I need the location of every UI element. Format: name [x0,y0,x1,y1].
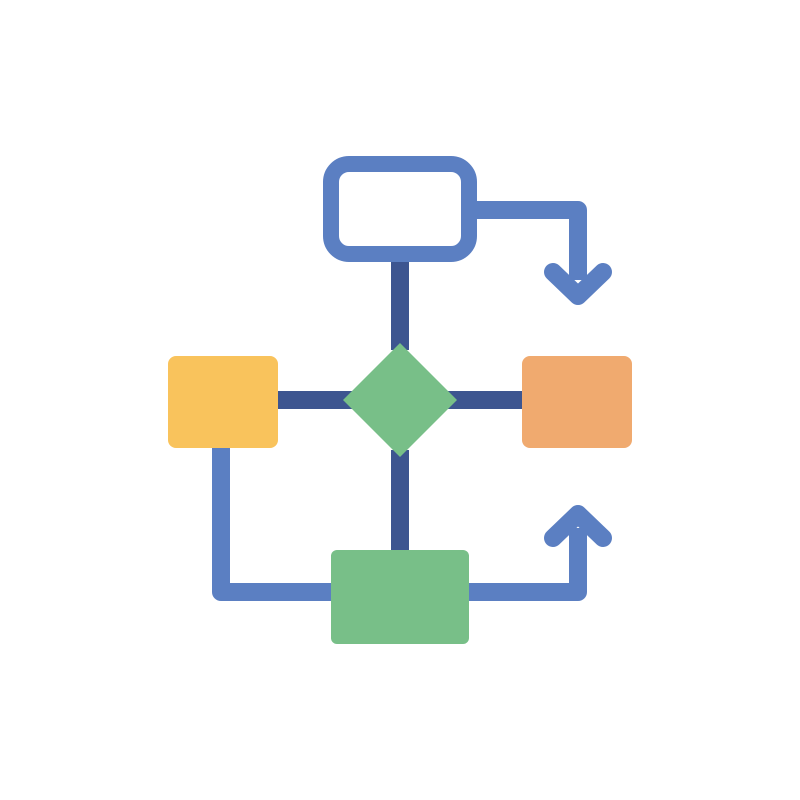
connector-top-right-path [470,201,587,280]
connector-bottom-right-path [466,528,587,601]
connector-left-bottom-path [212,440,336,601]
right-process-box [522,356,632,448]
connector-dark-group [275,258,525,556]
end-process-box [331,550,469,644]
start-node-box [323,156,477,262]
left-process-box [168,356,278,448]
arrow-up-icon [544,505,612,547]
decision-diamond [343,343,457,457]
arrow-down-icon [544,263,612,305]
